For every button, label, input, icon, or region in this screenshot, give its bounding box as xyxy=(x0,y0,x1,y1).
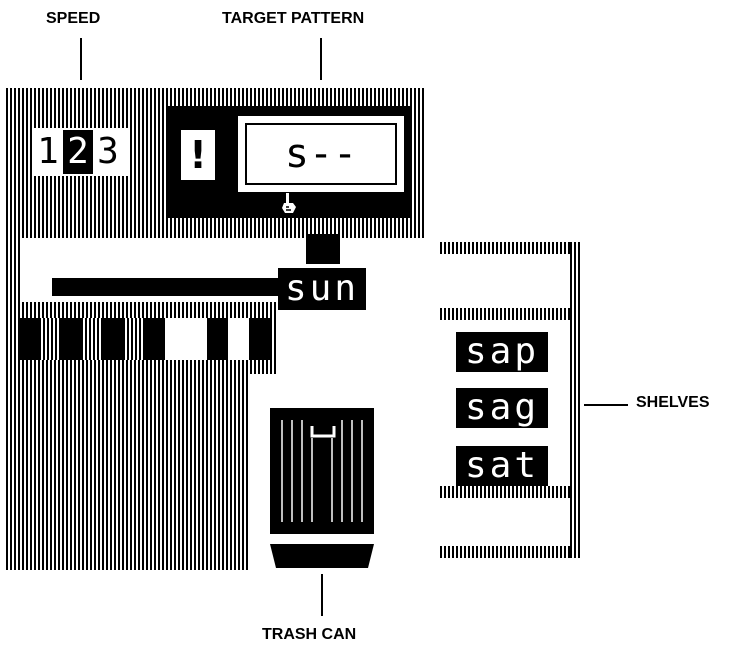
speed-caption-leader xyxy=(80,38,82,80)
word-dispenser xyxy=(306,234,340,264)
trash-caption-leader xyxy=(321,574,323,616)
shelf-divider xyxy=(440,486,570,498)
speed-selector[interactable]: 1 2 3 xyxy=(33,128,130,176)
track-segment xyxy=(165,318,186,360)
track-segment xyxy=(60,318,81,360)
shelf-top xyxy=(440,242,570,254)
target-pattern-caption: TARGET PATTERN xyxy=(222,10,365,27)
track-segment xyxy=(249,318,270,360)
conveyor-belt xyxy=(52,278,296,296)
track-segment xyxy=(81,318,102,360)
alert-icon[interactable]: ! xyxy=(181,130,215,180)
shelf-divider xyxy=(440,308,570,320)
shelves-rack xyxy=(440,242,580,558)
target-pattern-display: s-- xyxy=(238,116,404,192)
track-segment xyxy=(123,318,144,360)
conveyor-track xyxy=(18,318,272,360)
shelf-bottom xyxy=(440,546,570,558)
track-segment xyxy=(186,318,207,360)
speed-option-3[interactable]: 3 xyxy=(97,131,119,172)
track-segment xyxy=(18,318,39,360)
speed-option-1[interactable]: 1 xyxy=(37,131,59,172)
shelves-caption-leader xyxy=(584,404,628,406)
game-frame-lower xyxy=(6,374,248,570)
shelves-caption: SHELVES xyxy=(636,394,710,411)
shelf-word-1[interactable]: sap xyxy=(456,332,548,372)
track-segment xyxy=(39,318,60,360)
speed-option-2[interactable]: 2 xyxy=(63,130,93,174)
trash-can-caption: TRASH CAN xyxy=(262,626,357,643)
target-pattern-panel: ! s-- xyxy=(168,106,410,218)
shelf-side xyxy=(570,242,580,558)
trash-can-icon[interactable] xyxy=(268,408,376,568)
track-segment xyxy=(228,318,249,360)
shelf-word-3[interactable]: sat xyxy=(456,446,548,486)
current-word-tile[interactable]: sun xyxy=(278,268,366,310)
track-segment xyxy=(144,318,165,360)
pointer-hand-icon xyxy=(282,193,296,213)
target-caption-leader xyxy=(320,38,322,80)
track-segment xyxy=(207,318,228,360)
target-pattern-text: s-- xyxy=(245,123,397,185)
track-segment xyxy=(102,318,123,360)
speed-caption: SPEED xyxy=(46,10,101,27)
shelf-word-2[interactable]: sag xyxy=(456,388,548,428)
